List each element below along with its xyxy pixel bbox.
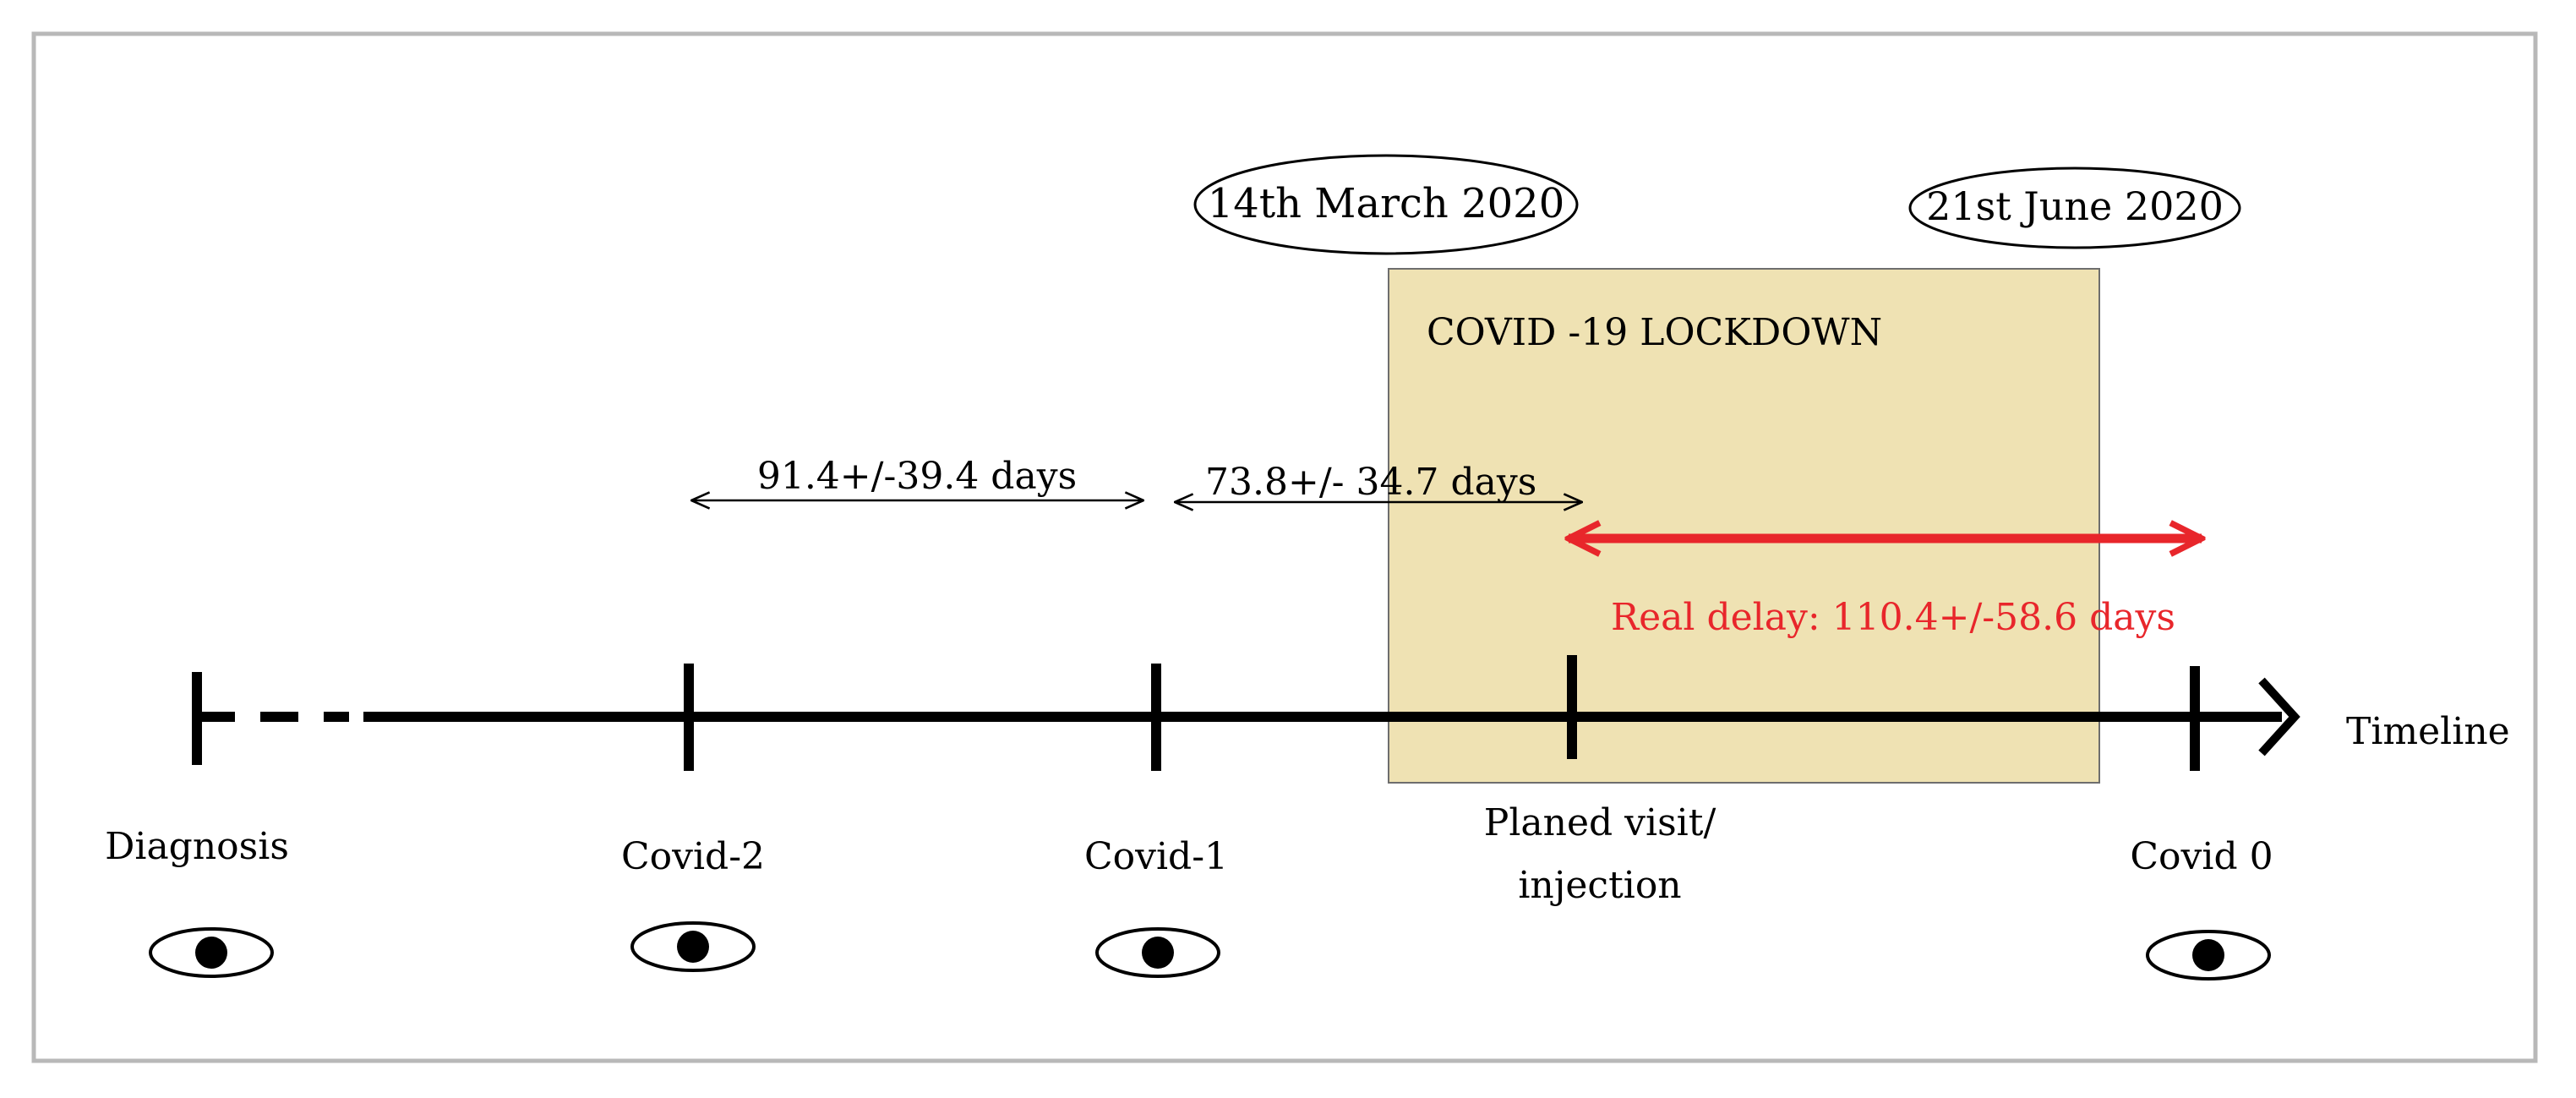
eye-icon — [1095, 927, 1220, 978]
eye-icon — [2146, 930, 2271, 981]
lockdown-start-date-ellipse — [1193, 154, 1579, 255]
milestone-diagnosis: Diagnosis — [105, 825, 289, 868]
lockdown-label: COVID -19 LOCKDOWN — [1427, 311, 1882, 354]
timeline-label: Timeline — [2346, 710, 2510, 753]
eye-icon — [149, 927, 274, 978]
milestone-covid-minus-1: Covid-1 — [1084, 835, 1228, 878]
milestone-covid-minus-2: Covid-2 — [621, 835, 765, 878]
milestone-planned-line2: injection — [1518, 864, 1681, 907]
real-delay-label: Real delay: 110.4+/-58.6 days — [1611, 596, 2175, 639]
milestone-planned-line1: Planed visit/ — [1484, 801, 1716, 844]
lockdown-end-date: 21st June 2020 — [1926, 183, 2224, 229]
eye-icon — [630, 921, 756, 972]
interval-label-covid2-covid1: 91.4+/-39.4 days — [757, 455, 1077, 498]
milestone-covid-0: Covid 0 — [2130, 835, 2273, 878]
interval-label-covid1-planned: 73.8+/- 34.7 days — [1205, 461, 1536, 504]
lockdown-start-date: 14th March 2020 — [1208, 180, 1564, 227]
timeline-arrowhead — [2258, 677, 2300, 757]
lockdown-end-date-ellipse — [1908, 167, 2241, 249]
